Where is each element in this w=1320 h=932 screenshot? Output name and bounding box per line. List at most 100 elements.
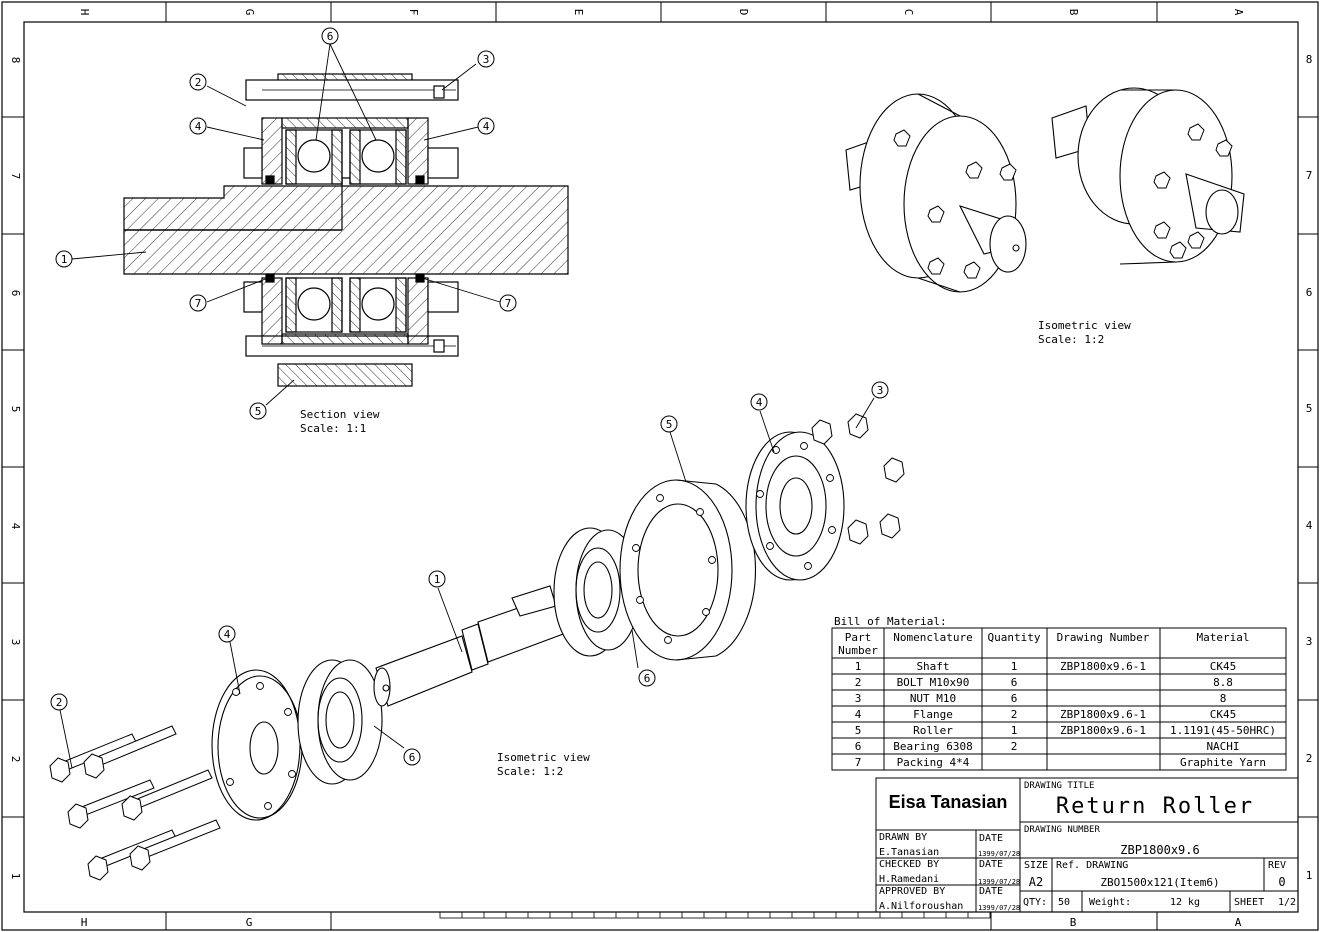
- zone-label-right-6: 6: [1306, 286, 1313, 299]
- zone-label-top-g: G: [243, 9, 256, 16]
- bom-cell-r6-c1: 6: [855, 740, 862, 753]
- approved-by: A.Nilforoushan: [879, 901, 963, 912]
- sheet-value: 1/2: [1278, 897, 1296, 908]
- balloon-exploded-1: 1: [428, 570, 446, 588]
- qty-label: QTY:: [1023, 897, 1047, 908]
- bom-cell-r2-c3: 6: [1011, 676, 1018, 689]
- balloon-section-7-right: 7: [499, 294, 517, 312]
- bom-cell-r3-c5: 8: [1220, 692, 1227, 705]
- svg-text:3: 3: [877, 384, 884, 397]
- bom-cell-r3-c1: 3: [855, 692, 862, 705]
- balloon-section-2: 2: [189, 73, 207, 91]
- zone-label-top-c: C: [902, 9, 915, 16]
- drawing-number-label: DRAWING NUMBER: [1024, 825, 1100, 835]
- iso-view-scale: Scale: 1:2: [1038, 333, 1104, 346]
- bom-cell-r1-c2: Shaft: [916, 660, 949, 673]
- balloons: 1 2 3 4 4 5 6 7 7 1 2 3 4 4 5 6 6: [50, 27, 889, 766]
- balloon-section-1: 1: [55, 250, 73, 268]
- rev-value: 0: [1278, 875, 1285, 889]
- svg-text:4: 4: [756, 396, 763, 409]
- bom-cell-r7-c1: 7: [855, 756, 862, 769]
- svg-text:2: 2: [56, 696, 63, 709]
- bom-cell-r6-c5: NACHI: [1206, 740, 1239, 753]
- svg-text:7: 7: [505, 297, 512, 310]
- size-label: SIZE: [1024, 860, 1048, 871]
- bom-cell-r5-c4: ZBP1800x9.6-1: [1060, 724, 1146, 737]
- drawn-by-label: DRAWN BY: [879, 832, 927, 843]
- bom-cell-r3-c3: 6: [1011, 692, 1018, 705]
- zone-label-top-h: H: [78, 9, 91, 16]
- zone-label-left-6: 6: [9, 290, 22, 297]
- bom-cell-r5-c5: 1.1191(45-50HRC): [1170, 724, 1276, 737]
- checked-by-label: CHECKED BY: [879, 859, 939, 870]
- isometric-assembly-view: [845, 87, 1245, 293]
- balloon-exploded-4-right: 4: [750, 393, 768, 411]
- zone-label-bottom-g: G: [246, 916, 253, 929]
- zone-label-left-4: 4: [9, 523, 22, 530]
- bom-header-drawing-number: Drawing Number: [1057, 631, 1150, 644]
- zone-label-right-7: 7: [1306, 169, 1313, 182]
- zone-label-top-d: D: [737, 9, 750, 16]
- bom-cell-r1-c5: CK45: [1210, 660, 1237, 673]
- zone-label-right-1: 1: [1306, 869, 1313, 882]
- weight-value: 12 kg: [1170, 897, 1200, 908]
- zone-label-right-8: 8: [1306, 53, 1313, 66]
- rev-label: REV: [1268, 860, 1286, 871]
- zone-label-left-8: 8: [9, 57, 22, 64]
- svg-text:3: 3: [483, 53, 490, 66]
- bom-cell-r5-c1: 5: [855, 724, 862, 737]
- exploded-view-title: Isometric view: [497, 751, 590, 764]
- drawing-title: Return Roller: [1056, 794, 1254, 819]
- balloon-exploded-2: 2: [50, 693, 68, 711]
- bom-cell-r1-c4: ZBP1800x9.6-1: [1060, 660, 1146, 673]
- bom-header-nomenclature: Nomenclature: [893, 631, 972, 644]
- approved-by-label: APPROVED BY: [879, 886, 945, 897]
- svg-text:4: 4: [224, 628, 231, 641]
- section-view-title: Section view: [300, 408, 380, 421]
- zone-label-top-f: F: [407, 9, 420, 16]
- bom-cell-r5-c2: Roller: [913, 724, 953, 737]
- zone-label-left-3: 3: [9, 639, 22, 646]
- zone-label-top-a: A: [1232, 9, 1245, 16]
- zone-label-right-2: 2: [1306, 752, 1313, 765]
- svg-text:4: 4: [195, 120, 202, 133]
- drawn-by: E.Tanasian: [879, 847, 939, 858]
- bom-cell-r5-c3: 1: [1011, 724, 1018, 737]
- svg-text:1: 1: [434, 573, 441, 586]
- zone-label-right-5: 5: [1306, 402, 1313, 415]
- zone-label-bottom-a: A: [1235, 916, 1242, 929]
- svg-text:5: 5: [666, 418, 673, 431]
- svg-text:7: 7: [195, 297, 202, 310]
- date-checked: 1399/07/28: [978, 878, 1020, 886]
- balloon-section-3: 3: [477, 50, 495, 68]
- bom-cell-r2-c1: 2: [855, 676, 862, 689]
- bom-cell-r2-c2: BOLT M10x90: [897, 676, 970, 689]
- bolts: [49, 725, 221, 881]
- svg-text:1: 1: [61, 253, 68, 266]
- zone-label-right-3: 3: [1306, 635, 1313, 648]
- section-view-scale: Scale: 1:1: [300, 422, 366, 435]
- scale-ruler: [439, 911, 991, 919]
- bom-cell-r3-c2: NUT M10: [910, 692, 956, 705]
- zone-label-top-e: E: [572, 9, 585, 16]
- balloon-section-4-right: 4: [477, 117, 495, 135]
- bom-cell-r4-c3: 2: [1011, 708, 1018, 721]
- date-approved: 1399/07/28: [978, 904, 1020, 912]
- balloon-exploded-5: 5: [660, 415, 678, 433]
- bom-cell-r4-c4: ZBP1800x9.6-1: [1060, 708, 1146, 721]
- date-checked-label: DATE: [979, 859, 1003, 870]
- section-view: [123, 73, 569, 387]
- exploded-isometric-view: [49, 413, 905, 881]
- svg-text:2: 2: [195, 76, 202, 89]
- bom-cell-r4-c5: CK45: [1210, 708, 1237, 721]
- weight-label: Weight:: [1089, 897, 1131, 908]
- date-approved-label: DATE: [979, 886, 1003, 897]
- balloon-section-5: 5: [249, 402, 267, 420]
- bom-header-number: Number: [838, 644, 878, 657]
- bom-cell-r4-c2: Flange: [913, 708, 953, 721]
- exploded-leaders: [59, 397, 875, 769]
- exploded-view-scale: Scale: 1:2: [497, 765, 563, 778]
- bom-header-part: Part: [845, 631, 872, 644]
